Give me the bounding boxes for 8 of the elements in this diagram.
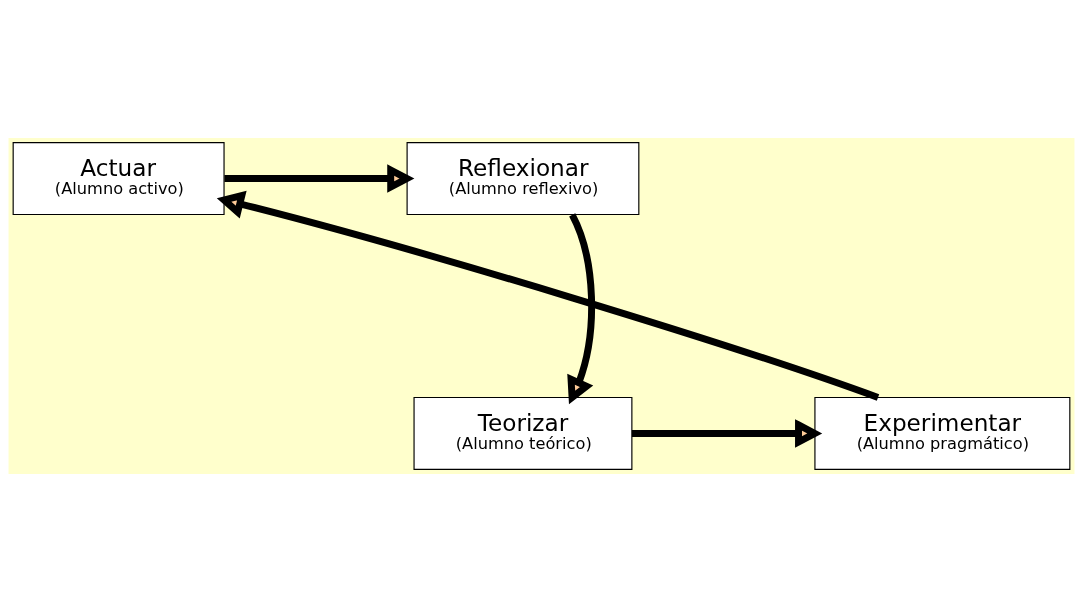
node-box: Actuar (Alumno activo) [12,142,225,216]
arrow [216,190,880,401]
arrow [567,213,595,405]
node-box: Teorizar (Alumno teórico) [413,396,633,470]
node-box: Experimentar (Alumno pragmático) [814,396,1071,470]
node-box: Reflexionar (Alumno reflexivo) [406,142,640,216]
arrow [631,419,823,448]
arrow [224,164,415,193]
